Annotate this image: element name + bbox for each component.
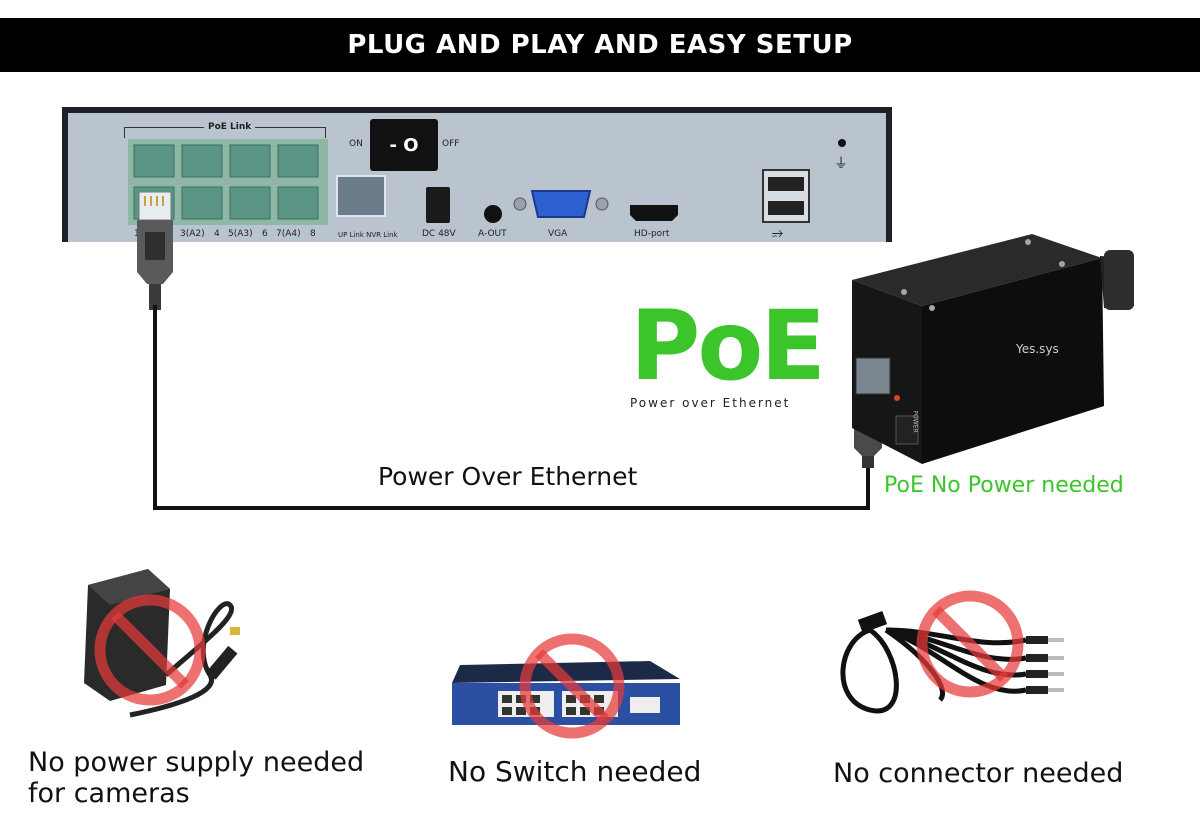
prohibited-icon	[94, 594, 206, 706]
caption-line-2: for cameras	[28, 778, 190, 809]
caption-no-connector: No connector needed	[833, 758, 1124, 789]
uplink-label: UP Link NVR Link	[338, 231, 398, 239]
dc-jack	[426, 187, 450, 223]
camera-brand: Yes.sys	[1016, 342, 1059, 356]
header-banner: PLUG AND PLAY AND EASY SETUP	[0, 18, 1200, 72]
audio-out-jack	[484, 205, 502, 223]
cable-label: Power Over Ethernet	[378, 462, 638, 491]
power-switch: - O	[370, 119, 438, 171]
poe-logo: PoE Power over Ethernet	[630, 290, 826, 410]
usb-port-bottom	[768, 201, 804, 215]
camera-power-label: POWER	[911, 410, 919, 433]
switch-off-label: OFF	[442, 139, 460, 149]
uplink-port	[336, 175, 386, 217]
camera-note: PoE No Power needed	[884, 473, 1124, 498]
poe-link-label: PoE Link	[204, 122, 256, 132]
port-label-3: 3(A2)	[180, 229, 205, 239]
ground-icon: ⏚	[834, 156, 848, 172]
caption-no-switch: No Switch needed	[448, 755, 702, 788]
prohibited-icon	[916, 590, 1024, 698]
vga-label: VGA	[548, 229, 568, 239]
port-label-5: 5(A3)	[228, 229, 253, 239]
caption-line-1: No power supply needed	[28, 747, 365, 778]
port-label-8: 8	[310, 229, 316, 239]
port-label-7: 7(A4)	[276, 229, 301, 239]
port-label-4: 4	[214, 229, 220, 239]
usb-ports	[762, 169, 810, 223]
page-title: PLUG AND PLAY AND EASY SETUP	[347, 30, 853, 60]
switch-on-label: ON	[349, 139, 363, 149]
port-label-6: 6	[262, 229, 268, 239]
network-switch-image	[452, 661, 680, 725]
vga-port	[513, 190, 609, 218]
dc-label: DC 48V	[422, 229, 456, 239]
ground-screw	[838, 139, 846, 147]
rj45-plug-nvr	[137, 192, 173, 310]
poe-camera	[852, 234, 1134, 464]
power-switch-glyph: - O	[389, 134, 419, 156]
poe-logo-subtitle: Power over Ethernet	[630, 396, 791, 410]
usb-port-top	[768, 177, 804, 191]
usb-icon: ⭌	[772, 225, 784, 241]
poe-logo-word: PoE	[630, 290, 826, 402]
hd-label: HD-port	[634, 229, 670, 239]
prohibited-icon	[519, 633, 625, 739]
caption-no-power-supply: No power supply needed for cameras	[28, 747, 364, 809]
hdmi-port	[630, 205, 678, 221]
aout-label: A-OUT	[478, 229, 507, 239]
